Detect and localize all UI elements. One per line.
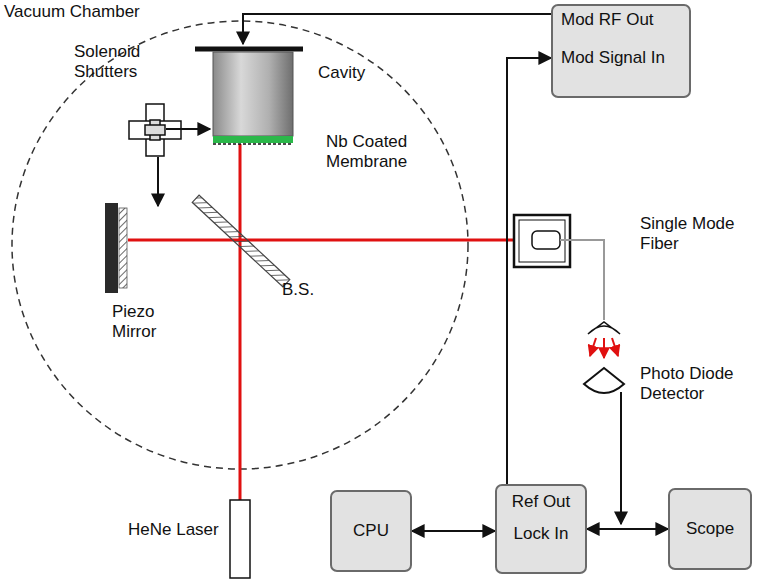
laser-beam — [239, 144, 242, 500]
part-label: Solenoid Shutters — [74, 42, 156, 82]
box-text: CPU — [353, 521, 389, 541]
part-label: Nb Coated Membrane — [326, 132, 426, 172]
box-text: Scope — [686, 519, 734, 539]
cavity — [213, 52, 293, 136]
shutter-arrow — [166, 128, 210, 130]
part-label: Piezo Mirror — [112, 302, 192, 342]
piezo-mirror — [105, 203, 118, 293]
signal-connector — [587, 528, 668, 530]
laser — [230, 500, 250, 578]
part-label: Single Mode Fiber — [640, 214, 750, 254]
part-label: HeNe Laser — [128, 520, 228, 540]
fiber — [560, 240, 604, 320]
part-label: Cavity — [318, 63, 398, 83]
rf-wire — [243, 14, 556, 44]
fiber-end — [588, 322, 620, 334]
shutter-arrow — [157, 157, 159, 206]
chamber-label: Vacuum Chamber — [4, 2, 164, 22]
lock-in-box: Ref OutLock In — [495, 484, 587, 574]
part-label: B.S. — [282, 280, 332, 300]
mirror-surface — [119, 208, 127, 288]
signal-connector — [507, 58, 551, 484]
fiber-lens — [532, 231, 560, 249]
box-text: Ref Out — [512, 492, 571, 512]
box-text: Lock In — [514, 524, 569, 544]
box-text: Mod RF Out — [561, 10, 654, 30]
light-ray — [612, 338, 618, 356]
fiber-coupler — [519, 220, 565, 262]
box-text: Mod Signal In — [561, 48, 665, 68]
detector-wire — [620, 392, 622, 524]
scope-box: Scope — [668, 488, 752, 570]
membrane-edge — [213, 143, 293, 145]
modulator-box: Mod RF OutMod Signal In — [551, 4, 691, 98]
photo-diode — [584, 368, 624, 393]
light-ray — [590, 338, 596, 356]
signal-connector — [412, 530, 495, 532]
computer-box: CPU — [330, 490, 412, 572]
laser-beam — [128, 239, 530, 242]
beam-splitter — [192, 195, 290, 287]
light-ray — [603, 338, 605, 358]
part-label: Photo Diode Detector — [640, 364, 750, 404]
membrane — [213, 136, 293, 143]
cavity-plate — [195, 47, 303, 52]
